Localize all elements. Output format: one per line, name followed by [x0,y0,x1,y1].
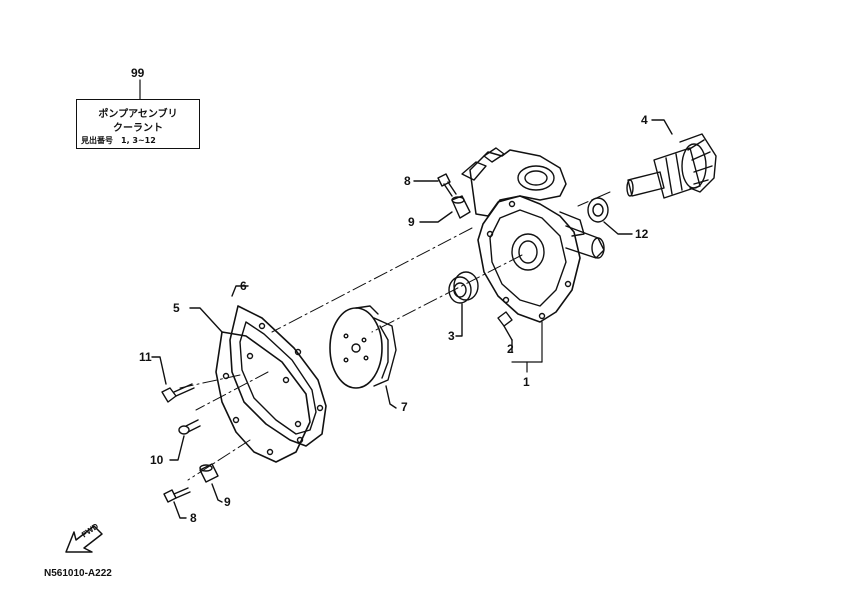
callout-3: 3 [448,329,455,343]
callout-2: 2 [507,342,514,356]
callout-6: 6 [240,279,247,293]
callout-8-upper: 8 [404,174,411,188]
impeller-shaft [626,119,717,199]
shaft-oil-seal [587,197,633,235]
assembly-name-line1: ポンプアセンブリ [98,109,178,120]
screw-10 [169,419,201,461]
reference-code: N561010-A222 [44,568,112,579]
pump-cover [189,307,311,463]
fwd-arrow-icon [65,525,103,553]
oil-seal [448,271,479,337]
dowel-pin [497,311,513,353]
gasket [229,285,327,447]
callout-11: 11 [139,350,152,364]
callout-12: 12 [635,227,649,241]
callout-10: 10 [150,453,164,467]
assembly-name-line2: クーラント [113,123,163,134]
assembly-number: 99 [131,66,145,80]
assembly-axis-lines [179,191,611,481]
bolt-lower [163,487,191,519]
callout-7: 7 [401,400,408,414]
collar-upper [419,195,471,223]
callout-5: 5 [173,301,180,315]
assembly-label-box: ポンプアセンブリ クーラント 見出番号 1, 3~12 [76,99,200,149]
callout-1: 1 [523,375,530,389]
callout-9-lower: 9 [224,495,231,509]
collar-lower [199,463,223,503]
impeller [329,305,397,409]
callout-8-lower: 8 [190,511,197,525]
bolt-upper [413,173,457,197]
assembly-ref-line: 見出番号 1, 3~12 [81,136,156,145]
callout-bracket [511,321,543,373]
bolt-11 [151,356,195,403]
callout-4: 4 [641,113,648,127]
pump-housing [461,147,605,323]
callout-9-upper: 9 [408,215,415,229]
